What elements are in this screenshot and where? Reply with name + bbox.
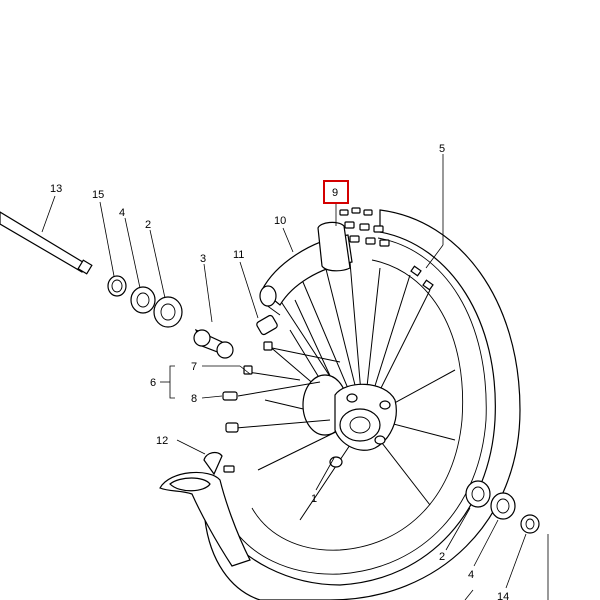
callout-3: 3 [200, 253, 206, 265]
rim-nipples [410, 265, 434, 291]
collar-left [107, 275, 127, 297]
callout-4-left: 4 [119, 207, 125, 219]
callout-4-right: 4 [468, 569, 474, 581]
rim-outer-edge [251, 259, 464, 551]
leader-lines [41, 154, 549, 600]
spacer [193, 328, 234, 359]
wheel-assembly [204, 209, 521, 600]
axle [0, 211, 93, 275]
callout-15: 15 [92, 189, 104, 201]
rim-lock [256, 314, 278, 336]
callout-10: 10 [274, 215, 286, 227]
oil-seal-left [130, 286, 156, 314]
callout-2-left: 2 [145, 219, 151, 231]
callout-2-right: 2 [439, 551, 445, 563]
rim-inner-edge [227, 237, 487, 575]
callout-7: 7 [191, 361, 197, 373]
collar-right [520, 514, 540, 534]
bearing-right [465, 480, 491, 508]
callout-12: 12 [156, 435, 168, 447]
callout-6: 6 [150, 377, 156, 389]
callout-13: 13 [50, 183, 62, 195]
callout-1: 1 [311, 493, 317, 505]
callout-14: 14 [497, 591, 509, 600]
bearing-left [153, 296, 183, 328]
callout-11: 11 [233, 249, 244, 261]
spoke-set [222, 341, 341, 433]
callout-labels: 1 2 2 3 4 4 5 6 7 8 9 10 11 12 13 14 15 [50, 143, 509, 600]
oil-seal-right [490, 492, 516, 520]
callout-5: 5 [439, 143, 445, 155]
tire-tread-blocks [317, 207, 390, 272]
inner-tube [159, 451, 251, 567]
hub [302, 374, 397, 468]
callout-8: 8 [191, 393, 197, 405]
callout-9: 9 [332, 187, 338, 199]
highlight-box [323, 180, 349, 204]
